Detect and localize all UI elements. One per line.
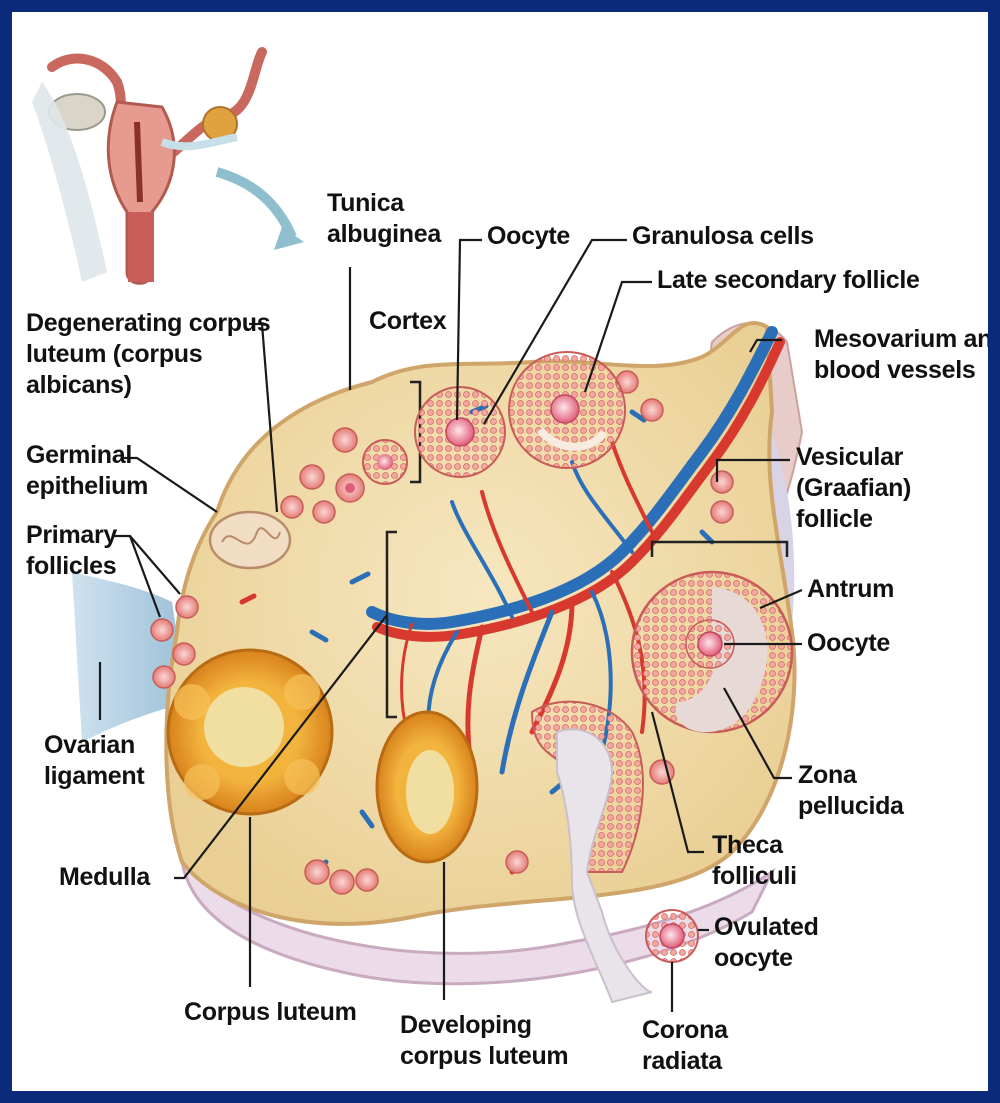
label-medulla: Medulla — [59, 862, 150, 893]
late-secondary-follicle — [509, 352, 625, 468]
label-corpus-luteum: Corpus luteum — [184, 997, 357, 1028]
uterus-inset — [32, 52, 304, 283]
label-vesicular-follicle: Vesicular (Graafian) follicle — [796, 442, 911, 535]
label-primary-follicles: Primary follicles — [26, 520, 117, 582]
developing-corpus-luteum — [377, 712, 477, 862]
secondary-follicle — [415, 387, 505, 477]
corpus-albicans — [210, 512, 290, 568]
vesicular-follicle — [632, 572, 792, 732]
label-corona-radiata: Corona radiata — [642, 1015, 728, 1077]
ovulated-oocyte — [646, 910, 698, 962]
label-antrum: Antrum — [807, 574, 894, 605]
label-granulosa-cells: Granulosa cells — [632, 221, 814, 252]
corpus-luteum — [168, 650, 332, 814]
label-oocyte-right: Oocyte — [807, 628, 890, 659]
diagram-frame: Tunica albuginea Oocyte Granulosa cells … — [12, 12, 988, 1091]
label-degenerating-corpus-luteum: Degenerating corpus luteum (corpus albic… — [26, 308, 270, 401]
label-ovulated-oocyte: Ovulated oocyte — [714, 912, 819, 974]
label-developing-corpus-luteum: Developing corpus luteum — [400, 1010, 568, 1072]
label-theca-folliculi: Theca folliculi — [712, 830, 797, 892]
ovary-illustration — [12, 12, 988, 1091]
label-tunica-albuginea: Tunica albuginea — [327, 188, 441, 250]
label-cortex: Cortex — [369, 306, 446, 337]
label-mesovarium: Mesovarium and blood vessels — [814, 324, 988, 386]
label-ovarian-ligament: Ovarian ligament — [44, 730, 144, 792]
label-germinal-epithelium: Germinal epithelium — [26, 440, 148, 502]
label-oocyte-top: Oocyte — [487, 221, 570, 252]
label-late-secondary-follicle: Late secondary follicle — [657, 265, 920, 296]
label-zona-pellucida: Zona pellucida — [798, 760, 904, 822]
